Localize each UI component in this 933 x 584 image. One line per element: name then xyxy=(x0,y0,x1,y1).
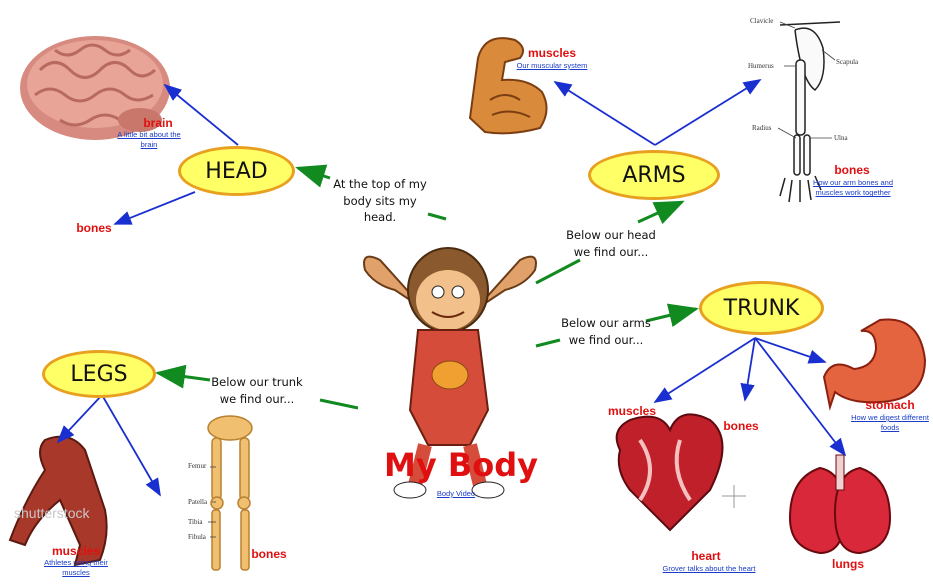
diagram-title: My Body xyxy=(384,446,538,484)
brain-illustration xyxy=(20,36,170,140)
legs-bones-label: bones xyxy=(251,547,287,561)
node-head-label: HEAD xyxy=(205,158,268,184)
fibula-label: Fibula xyxy=(188,533,206,541)
leg-bones-illustration xyxy=(207,415,253,571)
heart-label: heart xyxy=(691,549,721,563)
arm-bone-leader-lines xyxy=(777,21,836,139)
humerus-label: Humerus xyxy=(748,62,774,70)
leg-muscles-illustration xyxy=(8,435,108,567)
node-trunk-label: TRUNK xyxy=(723,295,800,321)
muscular-system-link[interactable]: Our muscular system xyxy=(516,61,588,70)
blue-arrows xyxy=(56,79,847,497)
stomach-label: stomach xyxy=(865,398,915,412)
caption-arms-line: Below our head xyxy=(566,228,656,242)
clavicle-label: Clavicle xyxy=(750,17,774,25)
ulna-label: Ulna xyxy=(834,134,848,142)
caption-head-line: body sits my xyxy=(343,193,417,208)
body-video-link[interactable]: Body Video xyxy=(436,489,476,498)
node-arms-label: ARMS xyxy=(622,162,686,188)
digest-foods-link[interactable]: How we digest different foods xyxy=(844,413,933,433)
trunk-muscles-label: muscles xyxy=(607,404,657,418)
scapula-label: Scapula xyxy=(836,58,859,66)
caption-trunk-line: we find our... xyxy=(568,332,644,347)
patella-label: Patella xyxy=(188,498,208,506)
athletes-muscles-link[interactable]: Athletes using their muscles xyxy=(34,558,118,578)
brain-link-line: brain xyxy=(140,140,158,150)
caption-arms: Below our head we find our... xyxy=(556,227,666,260)
node-arms: ARMS xyxy=(588,150,720,200)
grover-heart-link[interactable]: Grover talks about the heart xyxy=(662,564,756,573)
radius-label: Radius xyxy=(752,124,772,132)
lungs-illustration xyxy=(788,454,892,555)
lungs-label: lungs xyxy=(832,557,864,571)
plus-cross-mark xyxy=(722,485,746,508)
brain-label: brain xyxy=(143,116,173,130)
athletes-muscles-link-line: muscles xyxy=(62,568,90,578)
head-bones-label: bones xyxy=(76,221,112,235)
trunk-bones-label: bones xyxy=(723,419,759,433)
caption-trunk: Below our arms we find our... xyxy=(554,315,658,348)
arm-bones-link-line: How our arm bones and xyxy=(812,178,894,187)
legs-muscles-label: muscles xyxy=(51,544,101,558)
caption-legs-line: Below our trunk xyxy=(211,375,303,389)
green-arrows xyxy=(155,164,699,410)
arms-bones-label: bones xyxy=(834,163,870,177)
arm-bones-link[interactable]: How our arm bones and muscles work toget… xyxy=(808,178,898,198)
caption-legs: Below our trunk we find our... xyxy=(204,374,310,407)
caption-head-line: head. xyxy=(363,210,397,225)
caption-head: At the top of my body sits my head. xyxy=(330,176,430,226)
digest-foods-link-line: How we digest different xyxy=(851,413,929,422)
muscle-arm-illustration xyxy=(468,37,548,135)
watermark: shutterstock xyxy=(14,505,90,521)
brain-link-line: A little bit about the xyxy=(117,130,181,139)
caption-head-line: At the top of my xyxy=(333,177,427,191)
athletes-muscles-link-line: Athletes using their xyxy=(44,558,108,567)
arm-skeleton-illustration xyxy=(779,21,841,203)
caption-arms-line: we find our... xyxy=(573,244,649,259)
heart-illustration xyxy=(615,413,724,532)
caption-trunk-line: Below our arms xyxy=(561,316,651,330)
node-head: HEAD xyxy=(178,146,295,196)
body-character-illustration xyxy=(363,247,537,499)
caption-legs-line: we find our... xyxy=(219,391,295,406)
arms-muscles-label: muscles xyxy=(527,46,577,60)
node-legs: LEGS xyxy=(42,350,156,398)
digest-foods-link-line: foods xyxy=(880,423,900,433)
brain-link[interactable]: A little bit about the brain xyxy=(108,130,190,150)
tibia-label: Tibia xyxy=(188,518,203,526)
stomach-illustration xyxy=(822,318,927,411)
leg-bone-leader-lines xyxy=(208,466,216,538)
femur-label: Femur xyxy=(188,462,207,470)
node-trunk: TRUNK xyxy=(699,281,824,335)
arm-bones-link-line: muscles work together xyxy=(815,188,891,198)
node-legs-label: LEGS xyxy=(70,361,128,387)
